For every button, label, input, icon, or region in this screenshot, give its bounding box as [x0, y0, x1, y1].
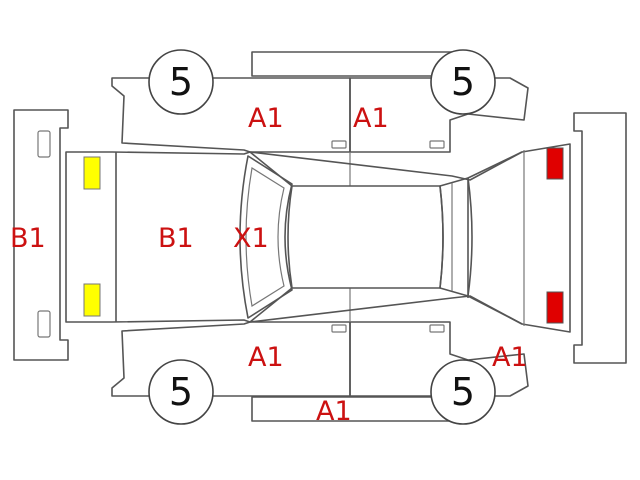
- front-door-top-mark: A1: [248, 103, 284, 134]
- wheel-label: 5: [451, 370, 475, 414]
- wheel-label: 5: [169, 370, 193, 414]
- front-door-bottom-mark: A1: [248, 342, 284, 373]
- wheel-front-bottom: 5: [148, 359, 214, 425]
- rear-door-top-mark: A1: [353, 103, 389, 134]
- car-body: [65, 143, 571, 333]
- hood-mark: B1: [158, 223, 194, 254]
- front-bumper: [13, 109, 69, 361]
- front-bumper-mark: B1: [10, 223, 46, 254]
- front-lamp-top: [83, 156, 101, 190]
- windshield: [239, 155, 293, 319]
- rear-quarter-bottom-mark: A1: [492, 342, 528, 373]
- windshield-inner: [245, 167, 285, 307]
- rocker-bottom-mark: A1: [316, 396, 352, 427]
- wheel-rear-bottom: 5: [430, 359, 496, 425]
- front-lamp-bottom: [83, 283, 101, 317]
- wheel-label: 5: [451, 60, 475, 104]
- wheel-rear-top: 5: [430, 49, 496, 115]
- wheel-label: 5: [169, 60, 193, 104]
- rear-lamp-bottom: [546, 291, 564, 324]
- wheel-front-top: 5: [148, 49, 214, 115]
- rear-lamp-top: [546, 147, 564, 180]
- roof: [287, 185, 444, 289]
- windshield-mark: X1: [233, 223, 269, 254]
- rear-bumper: [573, 112, 627, 364]
